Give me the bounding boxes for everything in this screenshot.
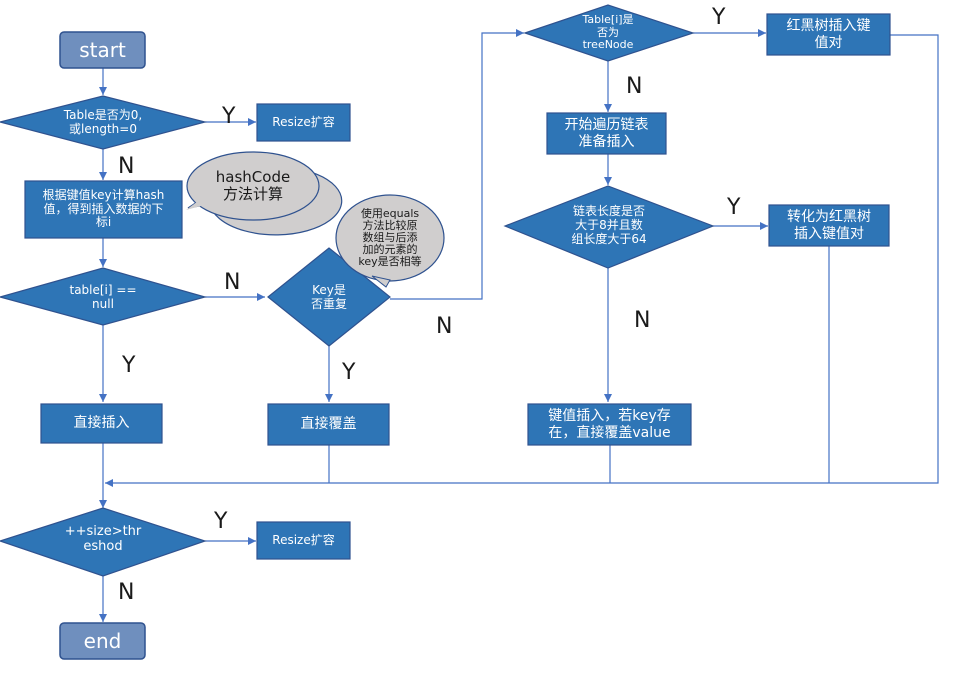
edge-label-key-dup-yes: Y xyxy=(342,360,356,385)
edge-label-table-zero-yes: Y xyxy=(222,104,236,129)
edge-label-list-len-yes: Y xyxy=(727,195,741,220)
decision-treenode xyxy=(523,4,695,62)
process-to-rbtree-label: 转化为红黑树 插入键值对 xyxy=(787,209,871,242)
decision-list-length xyxy=(503,185,715,269)
decision-treenode-label: Table[i]是 否为 treeNode xyxy=(582,13,634,52)
edge-label-list-len-no: N xyxy=(634,308,651,333)
end-terminal xyxy=(59,622,146,660)
edge-label-table-i-null-no: N xyxy=(224,270,241,295)
decision-size-threshold-label: ++size>thr eshod xyxy=(64,524,142,554)
process-kv-insert-label: 键值插入，若key存 在，直接覆盖value xyxy=(548,408,671,441)
end-label: end xyxy=(83,628,122,653)
process-direct-insert-label: 直接插入 xyxy=(73,415,130,432)
decision-table-i-null xyxy=(0,267,208,326)
edge-label-table-zero-no: N xyxy=(118,154,135,179)
edge-label-key-dup-no: N xyxy=(436,314,453,339)
start-terminal xyxy=(59,31,146,69)
process-resize-2 xyxy=(256,521,351,560)
decision-size-threshold xyxy=(0,507,207,577)
process-to-rbtree xyxy=(768,204,890,247)
process-direct-overwrite xyxy=(267,403,390,446)
edge-label-treenode-yes: Y xyxy=(712,5,726,30)
process-calc-index-label: 根据键值key计算hash 值，得到插入数据的下 标i xyxy=(42,187,165,230)
callout-equals-tail xyxy=(371,275,391,288)
process-direct-insert xyxy=(40,403,163,444)
callout-hashcode-label: hashCode 方法计算 xyxy=(215,167,291,203)
edge-rbtree-merge xyxy=(105,34,939,487)
edge-label-size-threshold-no: N xyxy=(118,580,135,605)
process-resize-2-label: Resize扩容 xyxy=(272,532,335,547)
callout-hashcode-tail xyxy=(186,196,212,210)
process-direct-overwrite-label: 直接覆盖 xyxy=(300,416,357,433)
process-calc-index xyxy=(24,180,183,239)
decision-table-zero-label: Table是否为0, 或length=0 xyxy=(63,108,143,136)
process-rbtree-insert xyxy=(766,13,891,56)
decision-key-dup-label: Key是 否重复 xyxy=(310,283,347,311)
process-traverse-list-label: 开始遍历链表 准备插入 xyxy=(564,117,649,150)
process-resize-1-label: Resize扩容 xyxy=(272,114,335,129)
callout-hashcode-body xyxy=(186,151,320,221)
start-label: start xyxy=(79,37,126,62)
process-rbtree-insert-label: 红黑树插入键 值对 xyxy=(786,18,871,51)
edge-label-treenode-no: N xyxy=(626,74,643,99)
decision-table-i-null-label: table[i] == null xyxy=(69,283,137,311)
edge-label-size-threshold-yes: Y xyxy=(214,509,228,534)
edge-keydup-no-treenode xyxy=(390,29,524,300)
callout-equals-label: 使用equals 方法比较原 数组与后添 加的元素的 key是否相等 xyxy=(358,206,422,269)
process-traverse-list xyxy=(546,112,667,155)
edge-label-table-i-null-yes: Y xyxy=(122,353,136,378)
decision-table-zero xyxy=(0,95,208,150)
decision-list-length-label: 链表长度是否 大于8并且数 组长度大于64 xyxy=(571,204,647,246)
process-resize-1 xyxy=(256,103,351,142)
process-kv-insert xyxy=(527,403,692,446)
